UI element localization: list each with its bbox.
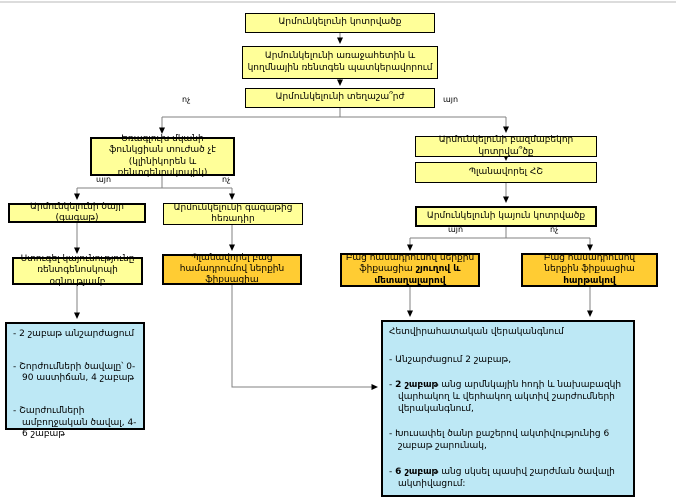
conservative-bullet-list: - 2 շաբաթ անշարժացում - Շորժումների ծավա…: [13, 329, 137, 441]
node-olecranon-tip: Արմունկելունի ծայր (գագաթ): [8, 202, 146, 223]
list-item: - Շարժումների ամբողջական ծավալ, 4-6 շաբա…: [13, 406, 137, 440]
node-plan-ct: Պլանավորել ՀՇ: [415, 162, 597, 183]
node-olecranon-fracture: Արմունկելունի կոտրվածք: [245, 13, 435, 33]
list-item: - 6 շաբաթ անց սկսել պասիվ շարժման ծավալի…: [389, 466, 615, 489]
branch-label-no-2: ոչ: [222, 175, 231, 184]
node-distal-to-tip: Արմունկելունի գագաթից հեռադիր: [163, 203, 303, 225]
branch-label-yes-2: այո: [96, 175, 112, 184]
node-orif-plate: Բաց համադրումով ներքին ֆիքսացիա հարթակով: [521, 253, 658, 287]
node-plan-orif: Պլանավորել բաց համադրումով ներքին ֆիքսաց…: [162, 253, 302, 285]
list-item: - 2 շաբաթ անշարժացում: [13, 329, 135, 339]
node-orif-pin-wire: Բաց համադրումով ներքին ֆիքսացիա շյուղով …: [340, 253, 480, 287]
orif-pin-text: Բաց համադրումով ներքին ֆիքսացիա շյուղով …: [345, 253, 475, 286]
node-check-stability: Ստուգել կայունությունը ռենտգենոսկոպի օգն…: [12, 254, 143, 287]
list-item: - Անշարժացում 2 շաբաթ,: [389, 354, 512, 365]
list-item: - 2 շաբաթ անց արմնկային հոդի և նախաբազկի…: [389, 380, 622, 414]
orif-plate-text: Բաց համադրումով ներքին ֆիքսացիա հարթակով: [543, 253, 636, 286]
postop-bullet-list: - Անշարժացում 2 շաբաթ, - 2 շաբաթ անց արմ…: [389, 355, 627, 491]
postoperative-rehab-box: Հետվիրահատական վերականգնում - Անշարժացու…: [381, 320, 635, 497]
node-displacement-question: Արմունկելունի տեղաշա՞րժ: [245, 88, 435, 108]
node-comminuted-question: Արմունկելունի բազմաբեկոր կոտրվա՞ծք: [415, 135, 597, 157]
branch-label-no-3: ոչ: [550, 225, 559, 234]
conservative-treatment-box: - 2 շաբաթ անշարժացում - Շորժումների ծավա…: [5, 322, 145, 439]
list-item: - Շորժումների ծավալը՝ 0-90 աստիճան, 4 շա…: [13, 361, 136, 384]
node-triceps-function: Եռագլուխ մկանի ֆունկցիան տուժած չէ (կլին…: [90, 134, 235, 178]
branch-label-yes-1: այո: [443, 95, 459, 104]
postop-title: Հետվիրահատական վերականգնում: [389, 327, 564, 337]
node-stable-fracture: Արմունկելունի կայուն կոտրվածք: [415, 206, 597, 227]
branch-label-no-1: ոչ: [182, 95, 191, 104]
list-item: - Խուսափել ծանր քաշերով ակտիվությունից 6…: [389, 429, 610, 452]
node-xray-imaging: Արմունկելունի առաջահետին և կողմնային ռեն…: [242, 46, 438, 79]
branch-label-yes-3: այո: [448, 225, 464, 234]
